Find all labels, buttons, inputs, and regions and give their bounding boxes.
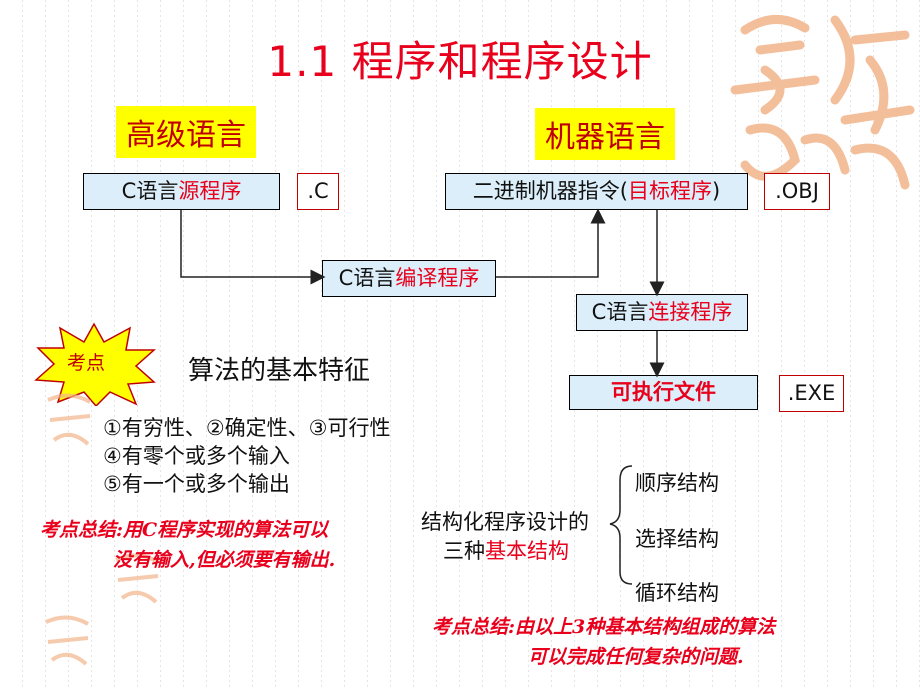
compile-red-text: 编译程序 bbox=[395, 266, 480, 290]
source-prefix: C语言 bbox=[121, 179, 179, 203]
feature-line-1: ①有穷性、②确定性、③可行性 bbox=[103, 416, 391, 440]
feature-line-2: ④有零个或多个输入 bbox=[103, 444, 290, 468]
structure-loop: 循环结构 bbox=[635, 581, 719, 605]
brace-icon bbox=[609, 465, 633, 585]
object-extension: .OBJ bbox=[764, 173, 830, 210]
object-prefix: 二进制机器指令( bbox=[472, 179, 628, 203]
summary-1-line-2: 没有输入,但必须要有输出. bbox=[113, 549, 336, 571]
exam-point-starburst-icon bbox=[34, 322, 156, 406]
structure-sequence: 顺序结构 bbox=[635, 471, 719, 495]
compile-prefix: C语言 bbox=[338, 266, 396, 290]
algorithm-heading: 算法的基本特征 bbox=[188, 356, 371, 386]
slide-title: 1.1 程序和程序设计 bbox=[267, 37, 653, 86]
source-program-box: C语言源程序 bbox=[83, 173, 280, 210]
object-suffix: ) bbox=[712, 179, 721, 203]
exam-badge-text: 考点 bbox=[67, 352, 106, 374]
summary-2-line-1: 考点总结:由以上3种基本结构组成的算法 bbox=[432, 616, 776, 638]
summary-2-line-2: 可以完成任何复杂的问题. bbox=[528, 646, 744, 668]
feature-line-3: ⑤有一个或多个输出 bbox=[103, 472, 290, 496]
exe-extension: .EXE bbox=[779, 375, 844, 412]
structured-line-1: 结构化程序设计的 bbox=[421, 510, 589, 534]
object-red-text: 目标程序 bbox=[628, 179, 712, 203]
structured-line-2: 三种基本结构 bbox=[443, 535, 569, 565]
link-prefix: C语言 bbox=[591, 300, 649, 324]
link-red-text: 连接程序 bbox=[648, 300, 733, 324]
compiler-box: C语言编译程序 bbox=[322, 260, 496, 297]
source-extension: .C bbox=[297, 173, 339, 210]
linker-box: C语言连接程序 bbox=[576, 294, 748, 331]
compiler-to-object-arrow bbox=[496, 208, 606, 278]
structured-red: 基本结构 bbox=[485, 539, 569, 563]
machine-language-label: 机器语言 bbox=[535, 108, 675, 160]
object-program-box: 二进制机器指令(目标程序) bbox=[445, 173, 748, 210]
small-seal-logo-3 bbox=[45, 615, 90, 666]
auspicious-seal-logo bbox=[730, 15, 915, 190]
structured-prefix: 三种 bbox=[443, 539, 485, 563]
executable-file-box: 可执行文件 bbox=[569, 375, 758, 410]
source-to-compiler-arrow bbox=[180, 210, 326, 285]
structure-selection: 选择结构 bbox=[635, 527, 719, 551]
high-level-language-label: 高级语言 bbox=[116, 106, 256, 158]
summary-1-line-1: 考点总结:用C程序实现的算法可以 bbox=[40, 519, 329, 541]
small-seal-logo-2 bbox=[115, 553, 160, 604]
small-seal-logo bbox=[47, 393, 92, 446]
source-red-text: 源程序 bbox=[178, 179, 242, 203]
